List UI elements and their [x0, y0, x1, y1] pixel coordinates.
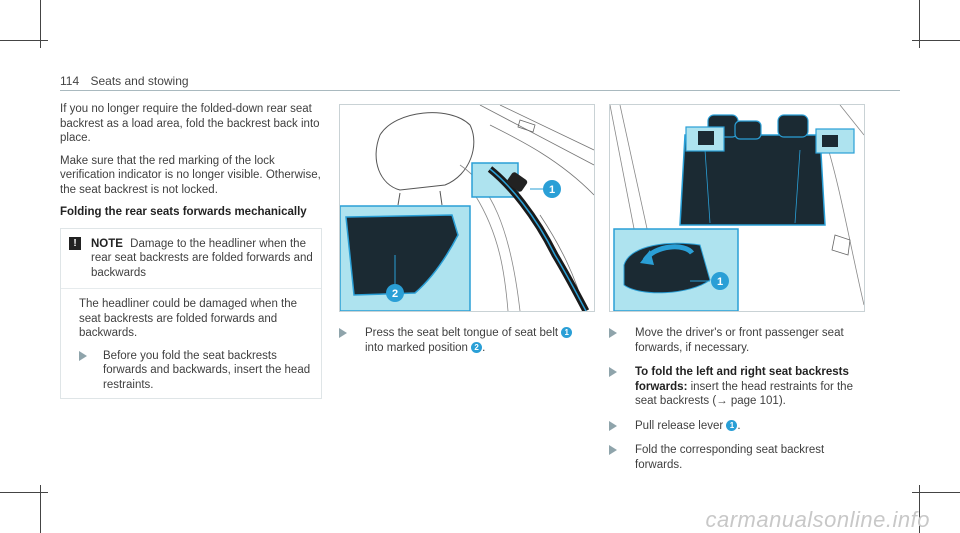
ref-2-badge: 2 [471, 341, 483, 353]
step-text-c: . [482, 341, 486, 354]
section-title: Seats and stowing [90, 74, 189, 88]
step-pull-lever: Pull release lever 1. [609, 419, 854, 434]
note-body: The headliner could be damaged when the … [61, 289, 321, 398]
step-move-seat-text: Move the driver's or front passenger sea… [635, 327, 844, 354]
callout-2-label: 2 [392, 288, 398, 300]
middle-steps: Press the seat belt tongue of seat belt … [339, 326, 594, 365]
seat-belt-illustration: 1 2 [340, 105, 594, 311]
note-bullet-text: Before you fold the seat backrests forwa… [103, 349, 311, 391]
callout-1-label: 1 [549, 184, 555, 196]
crop-mark [0, 492, 48, 493]
left-column: If you no longer require the folded-down… [60, 102, 322, 399]
step-fold-heading: To fold the left and right seat backrest… [635, 366, 849, 393]
step-text: Press the seat belt tongue of seat belt … [365, 326, 594, 355]
step-fold-seat: Fold the corresponding seat backrest for… [609, 443, 854, 472]
watermark: carmanualsonline.info [705, 507, 930, 532]
note-summary: NOTE Damage to the headliner when the re… [91, 237, 313, 281]
rear-seats-illustration: 1 [610, 105, 864, 311]
step-fold-backrests: To fold the left and right seat backrest… [609, 365, 854, 409]
page-header: 114 Seats and stowing [60, 74, 189, 88]
step-arrow-icon [609, 328, 625, 338]
lever-ref-badge: 1 [726, 419, 738, 431]
subheading: Folding the rear seats forwards mechanic… [60, 206, 307, 218]
callout-1 [543, 180, 561, 198]
crop-mark [40, 485, 41, 533]
note-text: Damage to the headliner when the rear se… [91, 237, 313, 279]
release-lever-callout-label: 1 [717, 276, 723, 288]
warning-icon: ! [69, 236, 81, 250]
crop-mark [919, 485, 920, 533]
step-move-seat: Move the driver's or front passenger sea… [609, 326, 854, 355]
note-bullet: Before you fold the seat backrests forwa… [79, 349, 313, 393]
step-pull-lever-text: Pull release lever 1. [635, 419, 741, 434]
step-text-b: into marked position [365, 341, 468, 354]
bullet-arrow-icon [79, 350, 95, 361]
figure-seat-belt: 1 2 [339, 104, 595, 312]
note-detail: The headliner could be damaged when the … [79, 298, 298, 339]
step-press-belt: Press the seat belt tongue of seat belt … [339, 326, 594, 355]
step-arrow-icon [609, 367, 625, 377]
step-pull-lever-b: . [737, 419, 741, 432]
note-header: ! NOTE Damage to the headliner when the … [61, 229, 321, 289]
note-divider [61, 288, 321, 289]
step-fold-backrests-text: To fold the left and right seat backrest… [635, 365, 854, 409]
callout-2 [386, 284, 404, 302]
step-arrow-icon [609, 420, 625, 431]
ref-1-badge: 1 [561, 327, 573, 339]
crop-mark [912, 492, 960, 493]
right-steps: Move the driver's or front passenger sea… [609, 326, 854, 482]
step-pull-lever-a: Pull release lever [635, 419, 724, 432]
crop-mark [40, 0, 41, 48]
step-fold-seat-text: Fold the corresponding seat backrest for… [635, 444, 825, 471]
crop-mark [912, 40, 960, 41]
step-arrow-icon [339, 328, 355, 338]
header-rule [60, 90, 900, 91]
note-title: NOTE [91, 237, 123, 250]
note-box: ! NOTE Damage to the headliner when the … [60, 227, 322, 399]
crop-mark [0, 40, 48, 41]
intro-paragraph: If you no longer require the folded-down… [60, 103, 320, 144]
step-fold-detail: insert the head restraints for the seat … [635, 380, 853, 408]
crop-mark [919, 0, 920, 48]
figure-rear-seats: 1 [609, 104, 865, 312]
step-arrow-icon [609, 445, 625, 455]
release-lever-callout [711, 272, 729, 290]
page-number: 114 [60, 74, 80, 88]
lock-paragraph: Make sure that the red marking of the lo… [60, 154, 321, 196]
step-text-a: Press the seat belt tongue of seat belt [365, 327, 559, 339]
